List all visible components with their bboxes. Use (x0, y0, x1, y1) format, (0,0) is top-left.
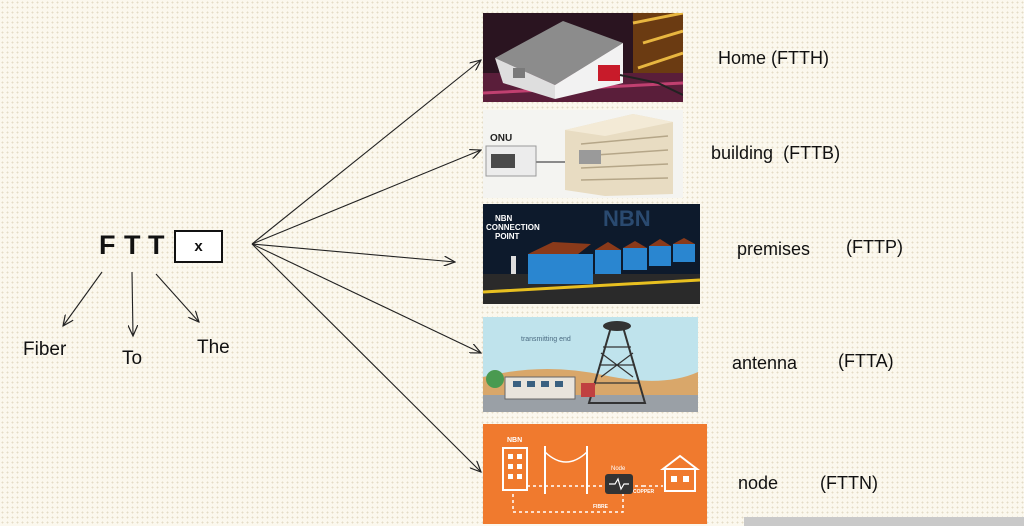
label-building-word: building (711, 143, 774, 163)
premises-image-nbn-text: NBN (495, 214, 513, 223)
acronym-letter-t2: T (148, 230, 165, 260)
arrow-to-node (251, 243, 481, 472)
arrow-to-fiber (63, 271, 103, 326)
acronym-variable-box: x (174, 230, 223, 263)
label-premises: premises (737, 239, 810, 260)
arrow-to-premises (251, 243, 455, 262)
premises-image-nbn-banner: NBN (603, 206, 651, 231)
acronym-letter-f: F (99, 230, 116, 260)
label-building: building (FTTB) (711, 143, 840, 164)
label-home-code: (FTTH) (771, 48, 830, 68)
premises-image: NBN NBN CONNECTION POINT (483, 204, 700, 304)
label-antenna-code: (FTTA) (838, 351, 894, 371)
node-image: NBN Node COPPER FIBRE (483, 424, 707, 524)
label-premises-code: (FTTP) (846, 237, 903, 257)
label-node-code: (FTTN) (820, 473, 878, 493)
label-building-code: (FTTB) (783, 143, 841, 163)
word-fiber: Fiber (23, 339, 67, 360)
premises-image-point-text: POINT (495, 232, 520, 241)
home-image (483, 13, 683, 102)
word-to: To (122, 348, 143, 369)
label-node: node (738, 473, 778, 494)
arrow-to-antenna (251, 243, 481, 353)
word-the: The (197, 337, 230, 358)
label-premises-word: premises (737, 239, 811, 259)
building-image-onu-text: ONU (490, 133, 512, 144)
premises-image-connection-text: CONNECTION (486, 223, 540, 232)
label-antenna: antenna (732, 353, 797, 374)
antenna-image-caption: transmitting end (521, 336, 571, 343)
label-home: Home (FTTH) (718, 48, 829, 69)
node-image-nbn-text: NBN (507, 437, 522, 444)
acronym-letter-t1: T (124, 230, 141, 260)
label-home-word: Home (718, 48, 767, 68)
arrow-to-building (251, 150, 481, 245)
acronym-box-letter: x (194, 238, 203, 255)
bottom-scroll-strip (744, 517, 1024, 526)
label-antenna-word: antenna (732, 353, 798, 373)
arrow-to-the (155, 273, 199, 322)
antenna-image: transmitting end (483, 317, 698, 412)
node-image-copper-text: COPPER (633, 489, 655, 495)
arrow-to-to (132, 271, 133, 336)
node-image-fibre-text: FIBRE (593, 504, 609, 510)
node-image-node-text: Node (611, 466, 626, 472)
arrow-to-home (251, 60, 481, 245)
label-node-word: node (738, 473, 779, 493)
building-image: ONU (483, 110, 683, 198)
